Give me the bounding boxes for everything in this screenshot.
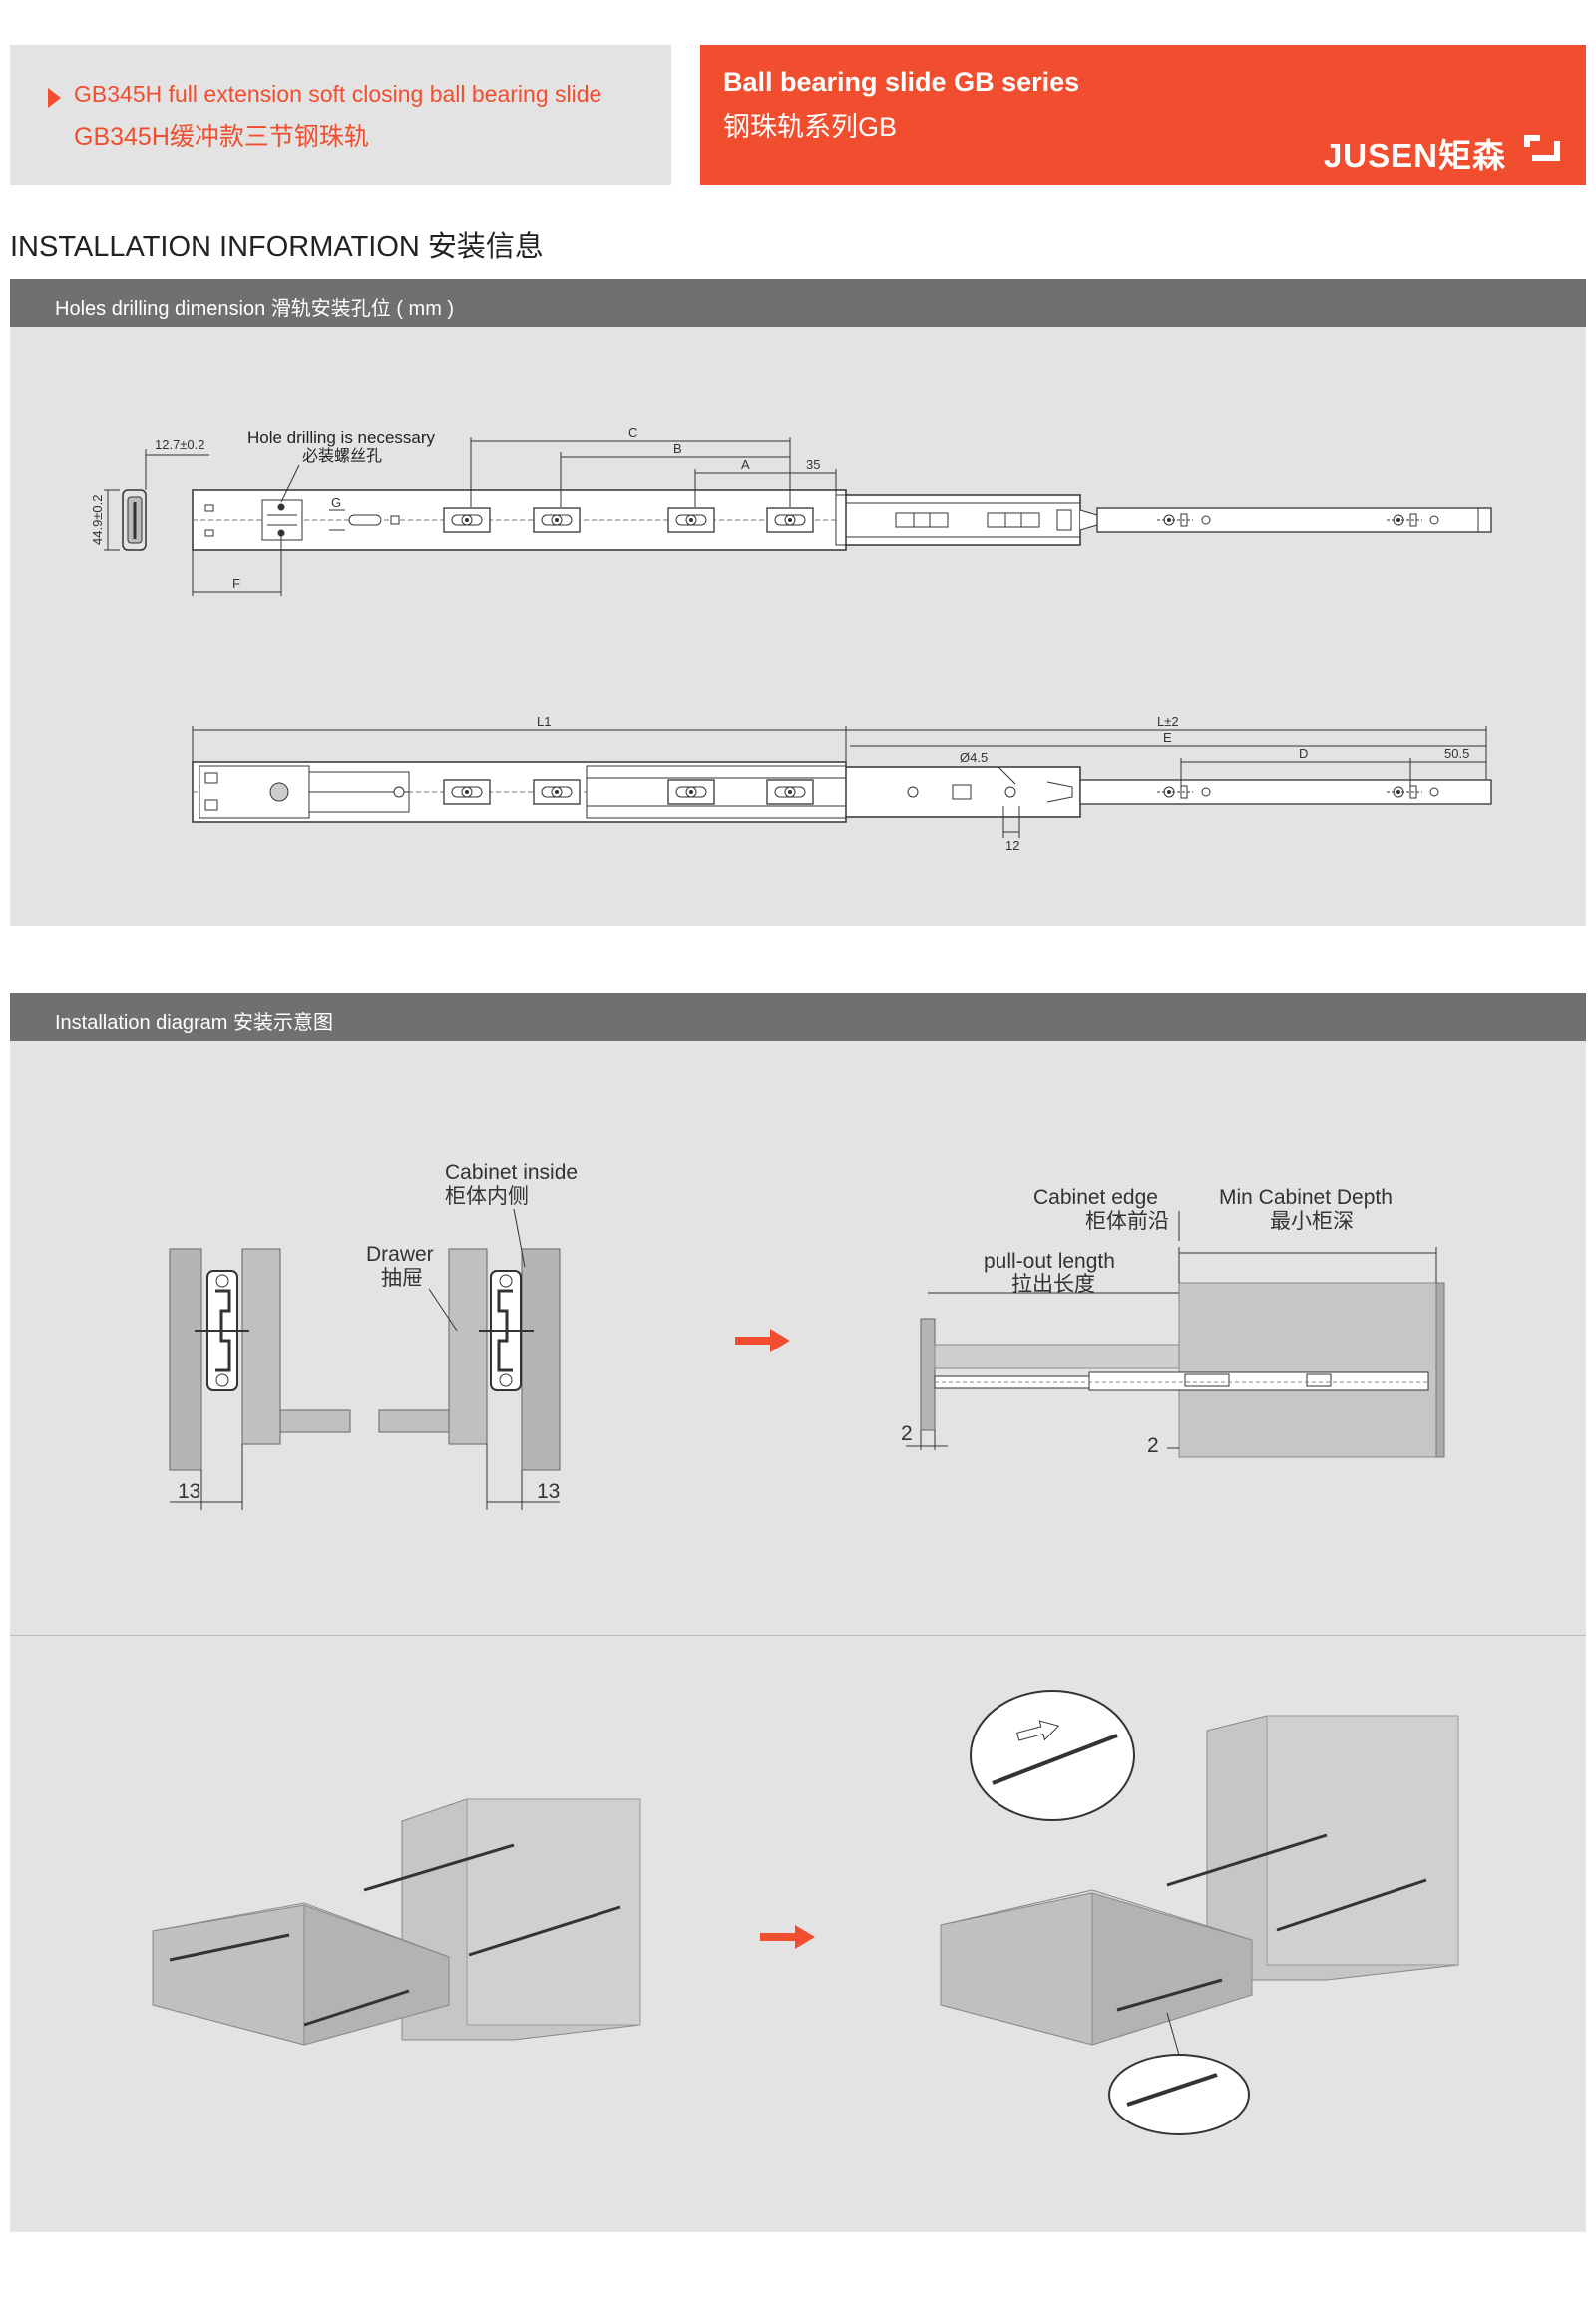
dim-hole-diameter-label: Ø4.5 bbox=[960, 750, 988, 765]
dim-a-label: A bbox=[741, 457, 750, 472]
dim-l1-label: L1 bbox=[537, 714, 551, 729]
product-header: GB345H full extension soft closing ball … bbox=[10, 45, 671, 185]
install-diagram: 13 13 Cabinet inside 柜体内侧 Drawer 抽屉 bbox=[169, 1161, 1445, 1510]
pullout-length-en: pull-out length bbox=[984, 1250, 1115, 1273]
assembly-panel bbox=[10, 1636, 1586, 2232]
profile-width-label: 12.7±0.2 bbox=[155, 437, 205, 452]
panel-divider bbox=[10, 1635, 1586, 1636]
series-title-en: Ball bearing slide GB series bbox=[723, 67, 1080, 97]
cross-section-right: 13 Cabinet inside 柜体内侧 Drawer 抽屉 bbox=[366, 1161, 578, 1510]
cabinet-edge-en: Cabinet edge bbox=[1033, 1186, 1158, 1209]
cabinet-inside-cn: 柜体内侧 bbox=[445, 1185, 529, 1208]
dim-l2-label: L±2 bbox=[1157, 714, 1179, 729]
cross-section-left: 13 bbox=[169, 1248, 351, 1510]
gap-left-label: 13 bbox=[178, 1480, 200, 1503]
arrow-right-icon bbox=[735, 1329, 790, 1352]
arrow-right-icon-2 bbox=[760, 1925, 815, 1949]
dim-c-label: C bbox=[628, 425, 637, 440]
triangle-bullet-icon bbox=[48, 88, 61, 108]
holes-drilling-panel: 44.9±0.2 12.7±0.2 bbox=[10, 327, 1586, 926]
holes-section-bar: Holes drilling dimension 滑轨安装孔位 ( mm ) bbox=[10, 279, 1586, 327]
offset-front-label: 2 bbox=[901, 1422, 913, 1445]
series-header: Ball bearing slide GB series 钢珠轨系列GB JUS… bbox=[700, 45, 1586, 185]
install-section-label: Installation diagram 安装示意图 bbox=[55, 1012, 333, 1034]
drawer-label-en: Drawer bbox=[366, 1243, 434, 1266]
offset-edge-label: 2 bbox=[1147, 1434, 1159, 1457]
holes-section-label: Holes drilling dimension 滑轨安装孔位 ( mm ) bbox=[55, 298, 455, 320]
drawer-label-cn: 抽屉 bbox=[381, 1267, 423, 1290]
cabinet-inside-en: Cabinet inside bbox=[445, 1161, 578, 1184]
product-title-en: GB345H full extension soft closing ball … bbox=[74, 81, 602, 107]
dim-35-label: 35 bbox=[806, 457, 820, 472]
install-section-bar: Installation diagram 安装示意图 bbox=[10, 993, 1586, 1041]
dim-b-label: B bbox=[673, 441, 682, 456]
cabinet-edge-cn: 柜体前沿 bbox=[1085, 1210, 1169, 1233]
holes-drilling-diagram: 44.9±0.2 12.7±0.2 bbox=[90, 425, 1492, 853]
cabinet-side-view: Cabinet edge 柜体前沿 Min Cabinet Depth 最小柜深… bbox=[901, 1186, 1445, 1458]
hole-note-en: Hole drilling is necessary bbox=[247, 428, 436, 447]
dim-f-label: F bbox=[232, 577, 240, 591]
product-title-cn: GB345H缓冲款三节钢珠轨 bbox=[74, 123, 369, 151]
dim-e-label: E bbox=[1163, 730, 1172, 745]
slide-profile: 44.9±0.2 12.7±0.2 bbox=[90, 437, 209, 551]
profile-height-label: 44.9±0.2 bbox=[90, 494, 105, 545]
gap-right-label: 13 bbox=[537, 1480, 560, 1503]
assembly-step-1 bbox=[152, 1798, 641, 2046]
install-diagram-panel: 13 13 Cabinet inside 柜体内侧 Drawer 抽屉 bbox=[10, 1041, 1586, 1635]
dim-g-label: G bbox=[331, 495, 341, 510]
brand-name: JUSEN矩森 bbox=[1323, 137, 1506, 174]
series-title-cn: 钢珠轨系列GB bbox=[723, 112, 898, 142]
brand-logo-icon bbox=[1524, 135, 1560, 161]
assembly-step-2 bbox=[940, 1690, 1459, 2135]
dim-50-5-label: 50.5 bbox=[1444, 746, 1469, 761]
dim-d-label: D bbox=[1299, 746, 1308, 761]
assembly-diagram bbox=[152, 1690, 1459, 2135]
min-depth-en: Min Cabinet Depth bbox=[1219, 1186, 1393, 1209]
dimensions-bottom: L1 L±2 E D 50.5 Ø4.5 12 bbox=[192, 714, 1487, 853]
dim-12-label: 12 bbox=[1005, 838, 1019, 853]
slide-rail-bottom bbox=[192, 761, 1492, 823]
dimensions-top: C B A 35 Hole drilling is necessary 必装螺丝… bbox=[192, 425, 837, 596]
page-title: INSTALLATION INFORMATION 安装信息 bbox=[10, 231, 544, 263]
hole-note-cn: 必装螺丝孔 bbox=[302, 447, 382, 465]
pullout-length-cn: 拉出长度 bbox=[1011, 1273, 1095, 1296]
slide-rail-top bbox=[192, 489, 1492, 551]
min-depth-cn: 最小柜深 bbox=[1270, 1210, 1354, 1233]
